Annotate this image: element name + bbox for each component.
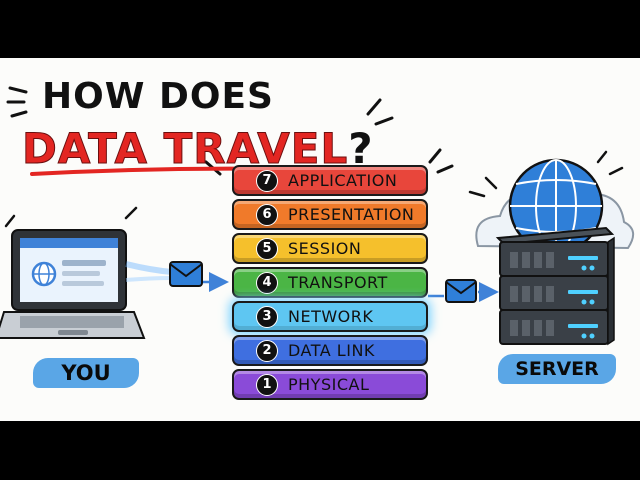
laptop-icon (0, 229, 146, 339)
layer-transport: 4 TRANSPORT (232, 267, 428, 298)
diagram-canvas: HOW DOES DATA TRAVEL? 7 APPLICATION 6 PR… (0, 58, 640, 421)
layer-session: 5 SESSION (232, 233, 428, 264)
server-label: SERVER (498, 354, 616, 384)
left-data-flow (125, 261, 229, 292)
layer-network: 3 NETWORK (232, 301, 428, 332)
server-rack-icon (495, 226, 615, 346)
osi-layer-stack: 7 APPLICATION 6 PRESENTATION 5 SESSION 4… (232, 165, 428, 403)
question-mark: ? (348, 124, 374, 173)
layer-number: 4 (256, 271, 278, 294)
illustrations (0, 86, 635, 346)
layer-label: PRESENTATION (288, 205, 415, 224)
you-label: YOU (33, 358, 139, 388)
layer-number: 7 (256, 169, 278, 192)
laptop-accent-marks (4, 206, 138, 228)
server-accent-marks (468, 150, 624, 198)
right-data-flow (428, 282, 499, 302)
layer-label: APPLICATION (288, 171, 398, 190)
layer-number: 6 (256, 203, 278, 226)
layer-label: PHYSICAL (288, 375, 370, 394)
envelope-icon (445, 279, 477, 303)
layer-label: NETWORK (288, 307, 374, 326)
layer-label: SESSION (288, 239, 362, 258)
envelope-icon (169, 261, 203, 287)
title-line-1: HOW DOES (42, 76, 274, 117)
layer-number: 2 (256, 339, 278, 362)
layer-number: 1 (256, 373, 278, 396)
layer-number: 5 (256, 237, 278, 260)
layer-application: 7 APPLICATION (232, 165, 428, 196)
layer-physical: 1 PHYSICAL (232, 369, 428, 400)
layer-number: 3 (256, 305, 278, 328)
layer-label: TRANSPORT (288, 273, 388, 292)
layer-label: DATA LINK (288, 341, 375, 360)
layer-data-link: 2 DATA LINK (232, 335, 428, 366)
layer-presentation: 6 PRESENTATION (232, 199, 428, 230)
